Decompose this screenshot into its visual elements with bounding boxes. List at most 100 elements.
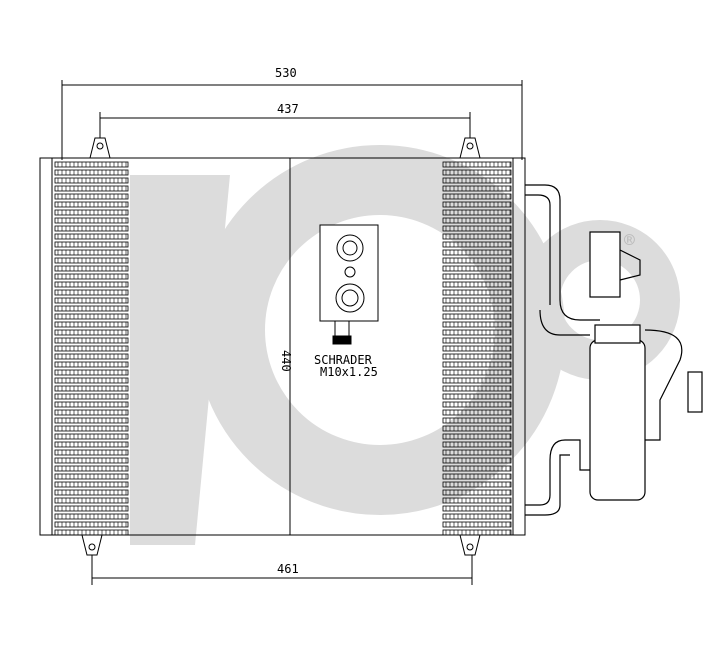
fin-row [54,521,129,528]
fin-row [442,401,512,408]
receiver-drier-assembly [525,184,703,516]
fin-row [54,425,129,432]
fin-row [442,225,512,232]
fin-row [442,281,512,288]
fin-row [54,161,129,168]
fin-row [442,505,512,512]
registered-mark: ® [624,230,635,251]
fin-row [54,481,129,488]
left-header-tank [39,157,53,536]
fin-row [54,513,129,520]
fin-row [442,257,512,264]
valve-label-line1: SCHRADER [314,353,373,367]
fin-row [54,489,129,496]
fin-row [442,217,512,224]
fin-row [54,185,129,192]
fin-row [442,497,512,504]
fin-row [54,265,129,272]
fin-row [442,529,512,536]
fin-row [442,193,512,200]
left-fins [54,161,129,536]
fin-row [442,393,512,400]
fin-row [54,465,129,472]
fin-row [442,481,512,488]
fin-row [54,217,129,224]
fin-row [54,209,129,216]
fin-row [54,225,129,232]
fin-row [54,177,129,184]
fin-row [442,337,512,344]
fin-row [442,521,512,528]
fin-row [442,433,512,440]
fin-row [54,233,129,240]
fin-row [442,265,512,272]
right-fins [442,161,512,536]
fin-row [442,177,512,184]
fin-row [54,273,129,280]
fin-row [54,505,129,512]
fin-row [54,449,129,456]
fin-row [442,385,512,392]
fin-row [442,201,512,208]
valve-label-line2: M10x1.25 [320,365,378,379]
fin-row [54,361,129,368]
fin-row [442,513,512,520]
fin-row [54,297,129,304]
fin-row [442,489,512,496]
fin-row [442,305,512,312]
fin-row [442,457,512,464]
fin-row [442,297,512,304]
fin-row [442,241,512,248]
fin-row [54,369,129,376]
dimension-mount-width [99,112,471,140]
fin-row [442,377,512,384]
fin-row [54,337,129,344]
fin-row [54,529,129,536]
fin-row [442,185,512,192]
fin-row [54,201,129,208]
fin-row [54,257,129,264]
fin-row [54,241,129,248]
dimension-bottom-width [91,555,473,585]
fin-row [54,409,129,416]
fin-row [442,465,512,472]
fin-row [442,441,512,448]
fin-row [54,385,129,392]
fin-row [54,281,129,288]
fin-row [442,289,512,296]
fin-row [442,449,512,456]
fin-row [442,361,512,368]
fin-row [54,305,129,312]
right-header-tank [512,157,526,536]
fin-row [442,473,512,480]
fin-row [54,457,129,464]
fin-row [54,393,129,400]
fin-row [442,345,512,352]
fin-row [54,345,129,352]
fin-row [54,249,129,256]
fin-row [442,209,512,216]
fin-row [54,377,129,384]
dimension-overall-width [61,80,523,160]
fin-row [54,401,129,408]
fin-row [442,321,512,328]
fin-row [442,313,512,320]
fin-row [442,273,512,280]
dimension-label-440: 440 [279,350,293,372]
fin-row [54,473,129,480]
fin-row [442,409,512,416]
fin-row [442,329,512,336]
fin-row [54,289,129,296]
fin-row [54,329,129,336]
fin-row [442,233,512,240]
dimension-label-437: 437 [277,102,299,116]
fin-row [54,169,129,176]
schrader-valve [319,224,379,345]
fin-row [442,417,512,424]
fin-row [442,169,512,176]
fin-row [54,313,129,320]
fin-row [442,353,512,360]
fin-row [54,497,129,504]
fin-row [54,353,129,360]
